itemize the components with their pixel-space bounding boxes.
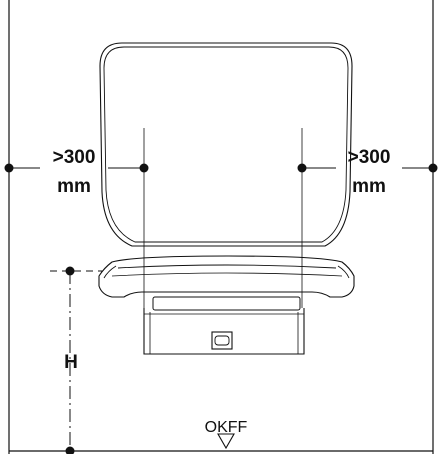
left-distance-value: >300 — [53, 147, 96, 168]
adjustment-knob-slot — [214, 335, 230, 346]
right-seat-dimension-dot — [297, 163, 307, 173]
right-distance-unit: mm — [352, 176, 386, 197]
adjustment-knob-housing — [211, 331, 233, 350]
height-top-dimension-dot — [65, 266, 75, 276]
right-distance-value: >300 — [348, 147, 391, 168]
seat-cushion-inner-contour — [103, 264, 350, 279]
seat-backrest-outline — [99, 42, 353, 247]
left-distance-unit: mm — [57, 176, 91, 197]
height-label: H — [64, 352, 78, 373]
seat-cushion-front-edge — [111, 272, 343, 277]
seat-base-box — [143, 308, 305, 355]
height-bottom-dimension-dot — [65, 446, 75, 454]
reference-level-label: OKFF — [205, 419, 248, 436]
downward-triangle-icon — [217, 433, 235, 450]
left-wall-dimension-dot — [4, 163, 14, 173]
seat-backrest-inner-contour — [103, 46, 349, 243]
seat-base-rail — [152, 296, 301, 311]
right-wall-dimension-dot — [428, 163, 438, 173]
seat-cushion-outline — [98, 255, 355, 298]
left-seat-dimension-dot — [139, 163, 149, 173]
